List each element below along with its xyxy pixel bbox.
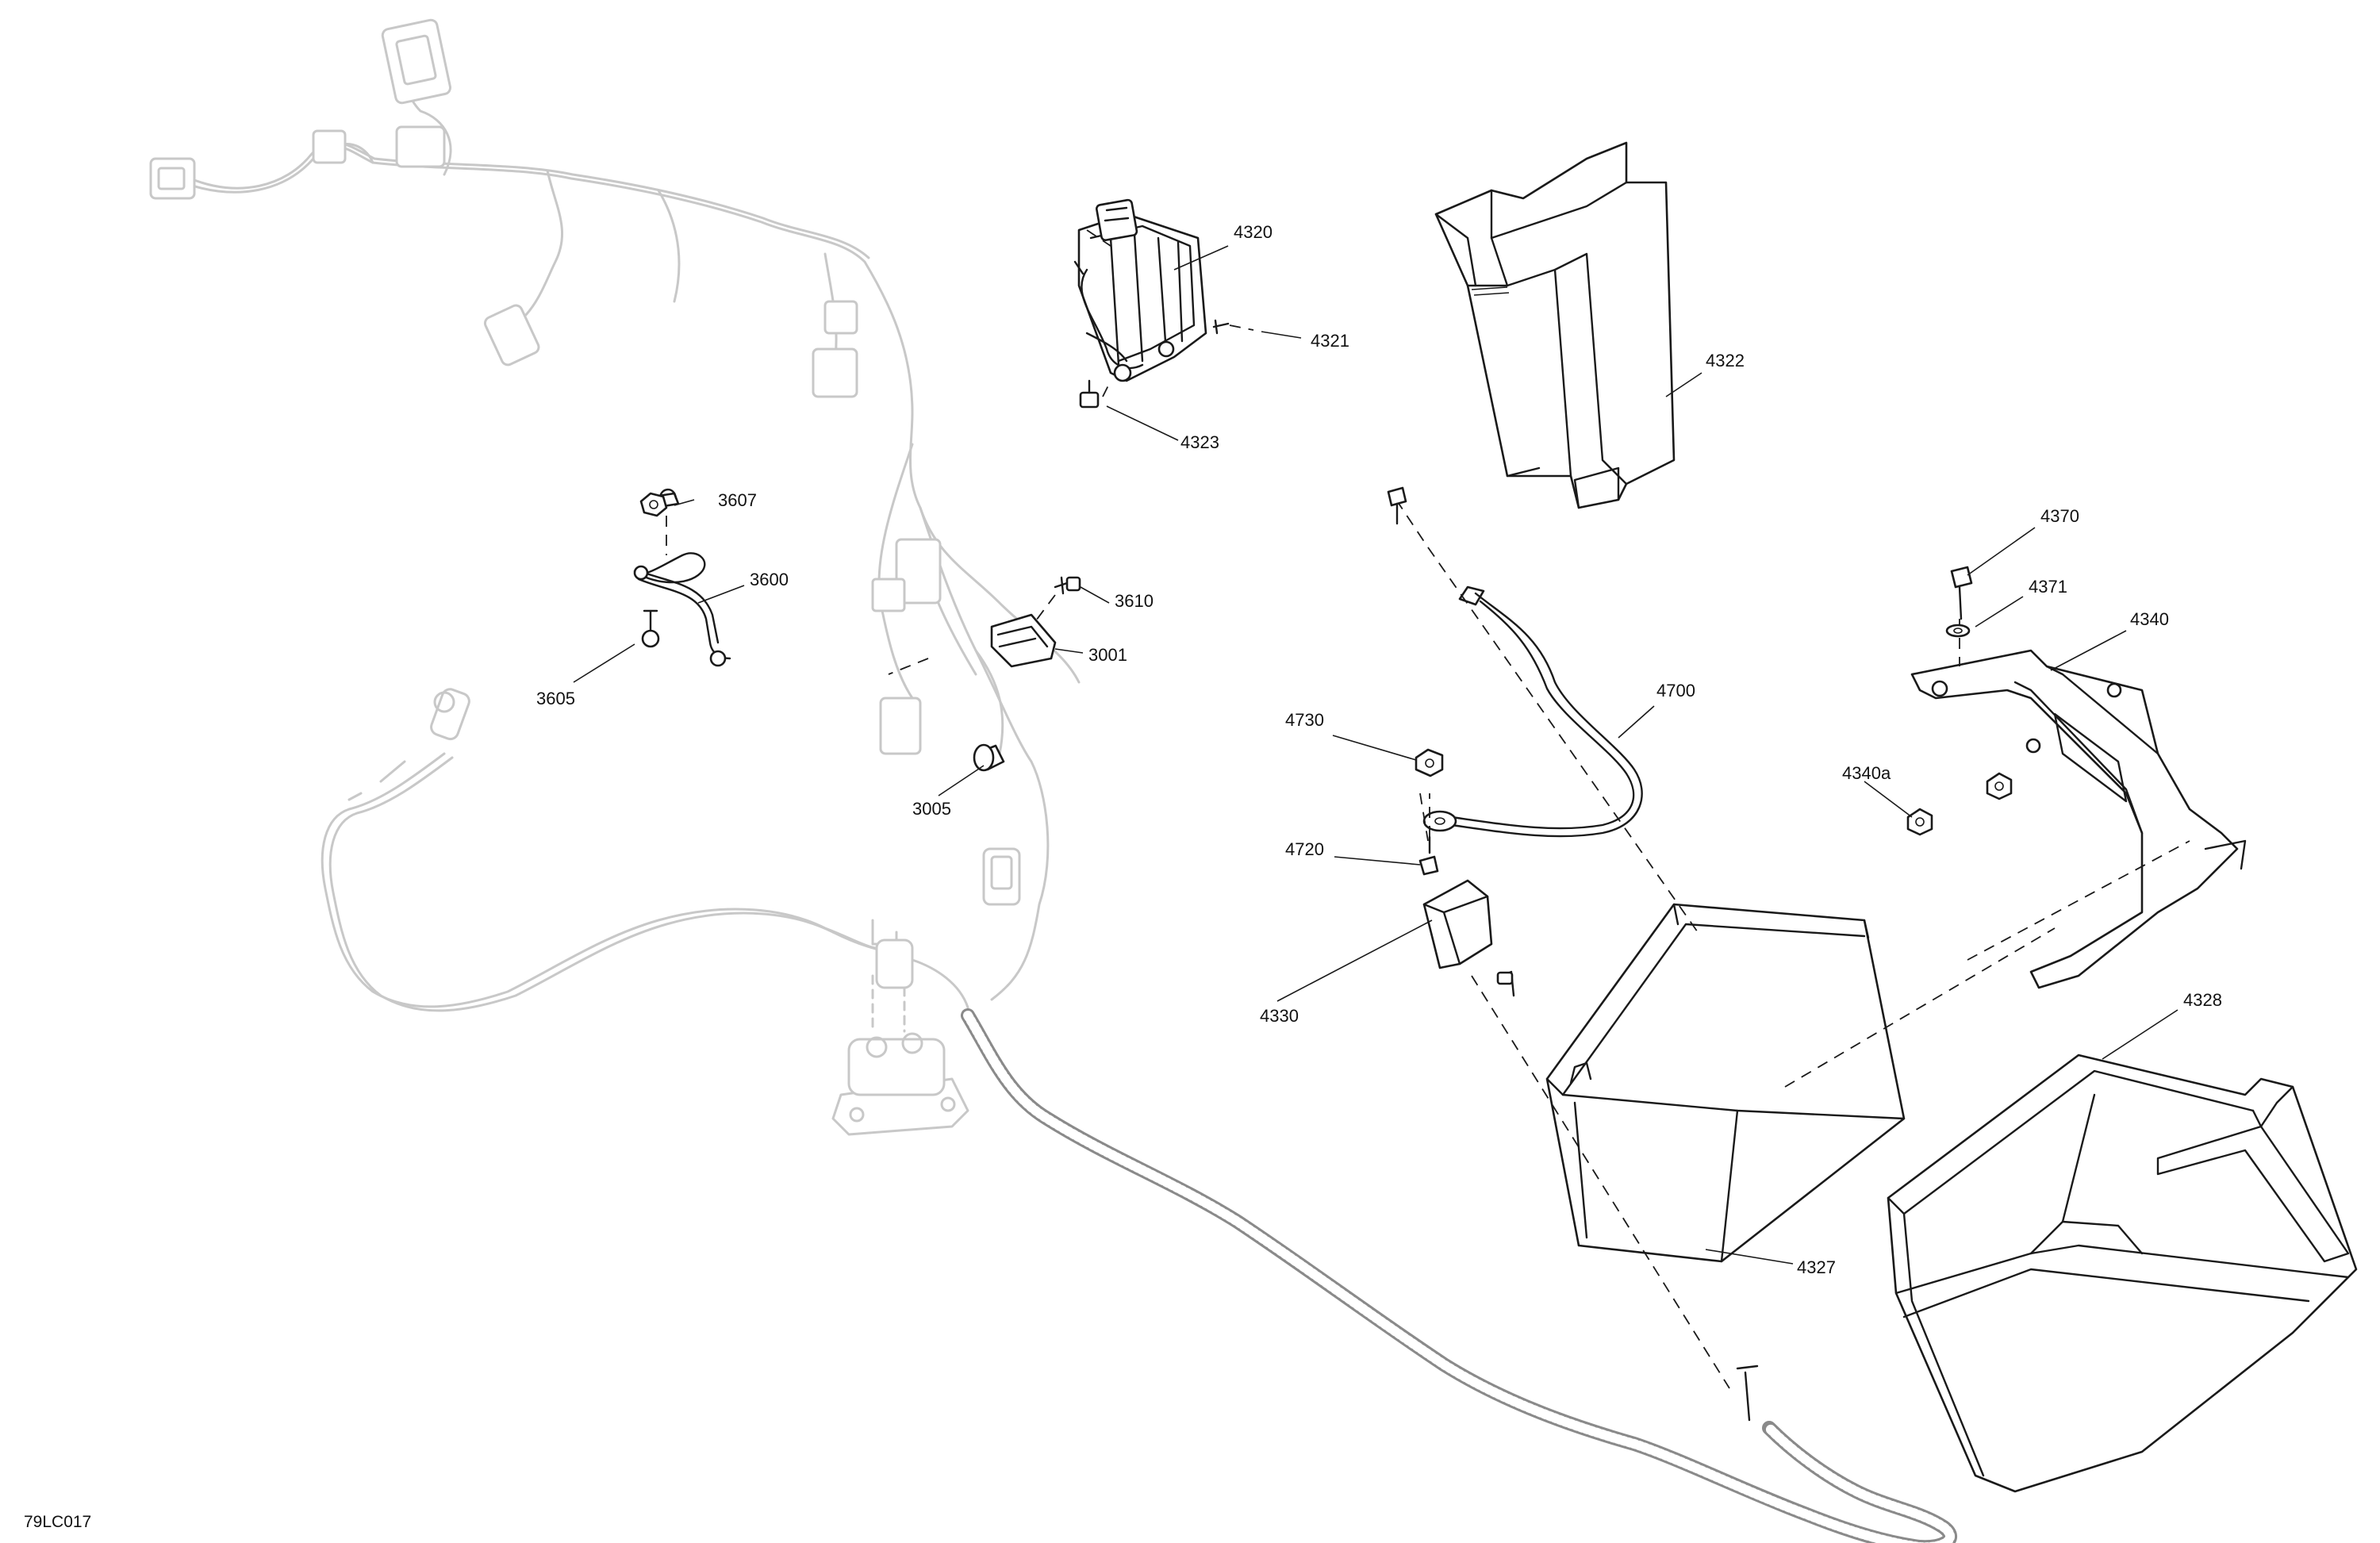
- callout-4320: 4320: [1234, 222, 1273, 242]
- battery-4327: [1545, 903, 1906, 1263]
- assembly-lines: [888, 229, 2190, 1389]
- bracket-4340: [1910, 649, 2247, 989]
- nut-4730: [1415, 748, 1444, 777]
- callout-4340: 4340: [2130, 609, 2169, 629]
- screw-4321: [1212, 319, 1254, 335]
- callout-4328: 4328: [2183, 990, 2222, 1010]
- battery-cover-4322: [1434, 141, 1676, 509]
- ghost-starter-solenoid: [831, 938, 969, 1136]
- callout-3607: 3607: [718, 490, 757, 510]
- callout-3001: 3001: [1088, 645, 1127, 665]
- callout-4370: 4370: [2040, 506, 2079, 526]
- stud-4323: [1079, 379, 1111, 409]
- battery-cable-4700: [1422, 585, 1643, 838]
- callout-4322: 4322: [1706, 351, 1745, 370]
- battery-tray-4328: [1887, 1054, 2358, 1493]
- callout-4321: 4321: [1311, 331, 1349, 351]
- braided-battery-cable: [961, 1008, 1957, 1543]
- callout-3600: 3600: [750, 570, 789, 589]
- bolt-4720: [1418, 793, 1439, 876]
- nut-4340a: [1906, 772, 2013, 836]
- bolt-4370: [1950, 566, 1973, 666]
- callout-4730: 4730: [1285, 710, 1324, 730]
- callout-4371: 4371: [2029, 577, 2067, 597]
- nut-3607: [639, 492, 668, 517]
- grommet-3005: [973, 743, 1005, 772]
- callout-labels: 4320 4321 4323 4322 3607 3600 3605 3610 …: [536, 222, 2222, 1277]
- ghost-wiring-harness: [149, 18, 1081, 1012]
- terminal-cover-4330: [1422, 879, 1515, 997]
- callout-4340a: 4340a: [1842, 763, 1891, 783]
- screw-3610: [1031, 576, 1081, 628]
- fuse-box-4320: [1073, 198, 1207, 382]
- leader-lines: [573, 245, 2178, 1265]
- callout-4327: 4327: [1797, 1257, 1836, 1277]
- bolt-near-4700: [1387, 486, 1407, 525]
- callout-4330: 4330: [1260, 1006, 1299, 1026]
- washer-4371: [1945, 624, 1971, 638]
- diagram-code: 79LC017: [24, 1513, 91, 1531]
- callout-3005: 3005: [912, 799, 951, 819]
- connector-3001: [990, 613, 1057, 668]
- callout-3605: 3605: [536, 689, 575, 708]
- cable-3600: [633, 488, 731, 667]
- callout-4720: 4720: [1285, 839, 1324, 859]
- callout-4323: 4323: [1180, 432, 1219, 452]
- callout-4700: 4700: [1656, 681, 1695, 700]
- callout-3610: 3610: [1115, 591, 1154, 611]
